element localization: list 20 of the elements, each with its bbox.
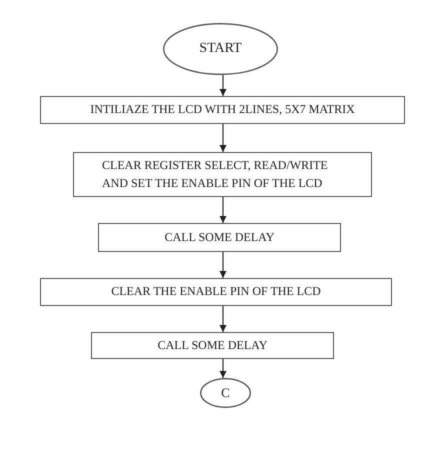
arrow	[220, 359, 226, 378]
step-text: C	[221, 384, 230, 402]
step-text: CLEAR REGISTER SELECT, READ/WRITE AND SET THE ENABLE PIN OF THE LCD	[102, 157, 329, 192]
process-box	[91, 332, 334, 359]
arrow	[220, 75, 226, 96]
step-text: INTILIAZE THE LCD WITH 2LINES, 5X7 MATRIX	[90, 101, 355, 118]
terminal-ellipse	[163, 23, 278, 75]
process-box	[73, 152, 372, 197]
arrow	[220, 252, 226, 278]
process-box	[40, 96, 405, 124]
process-box	[98, 223, 341, 252]
step-text: CLEAR THE ENABLE PIN OF THE LCD	[111, 283, 321, 300]
step-text: CALL SOME DELAY	[164, 228, 274, 246]
terminal-ellipse	[200, 378, 251, 408]
step-text: CALL SOME DELAY	[158, 336, 268, 354]
process-box	[40, 278, 392, 306]
arrow	[220, 197, 226, 223]
step-text: START	[199, 40, 242, 58]
arrow	[220, 306, 226, 332]
arrow	[220, 124, 226, 152]
